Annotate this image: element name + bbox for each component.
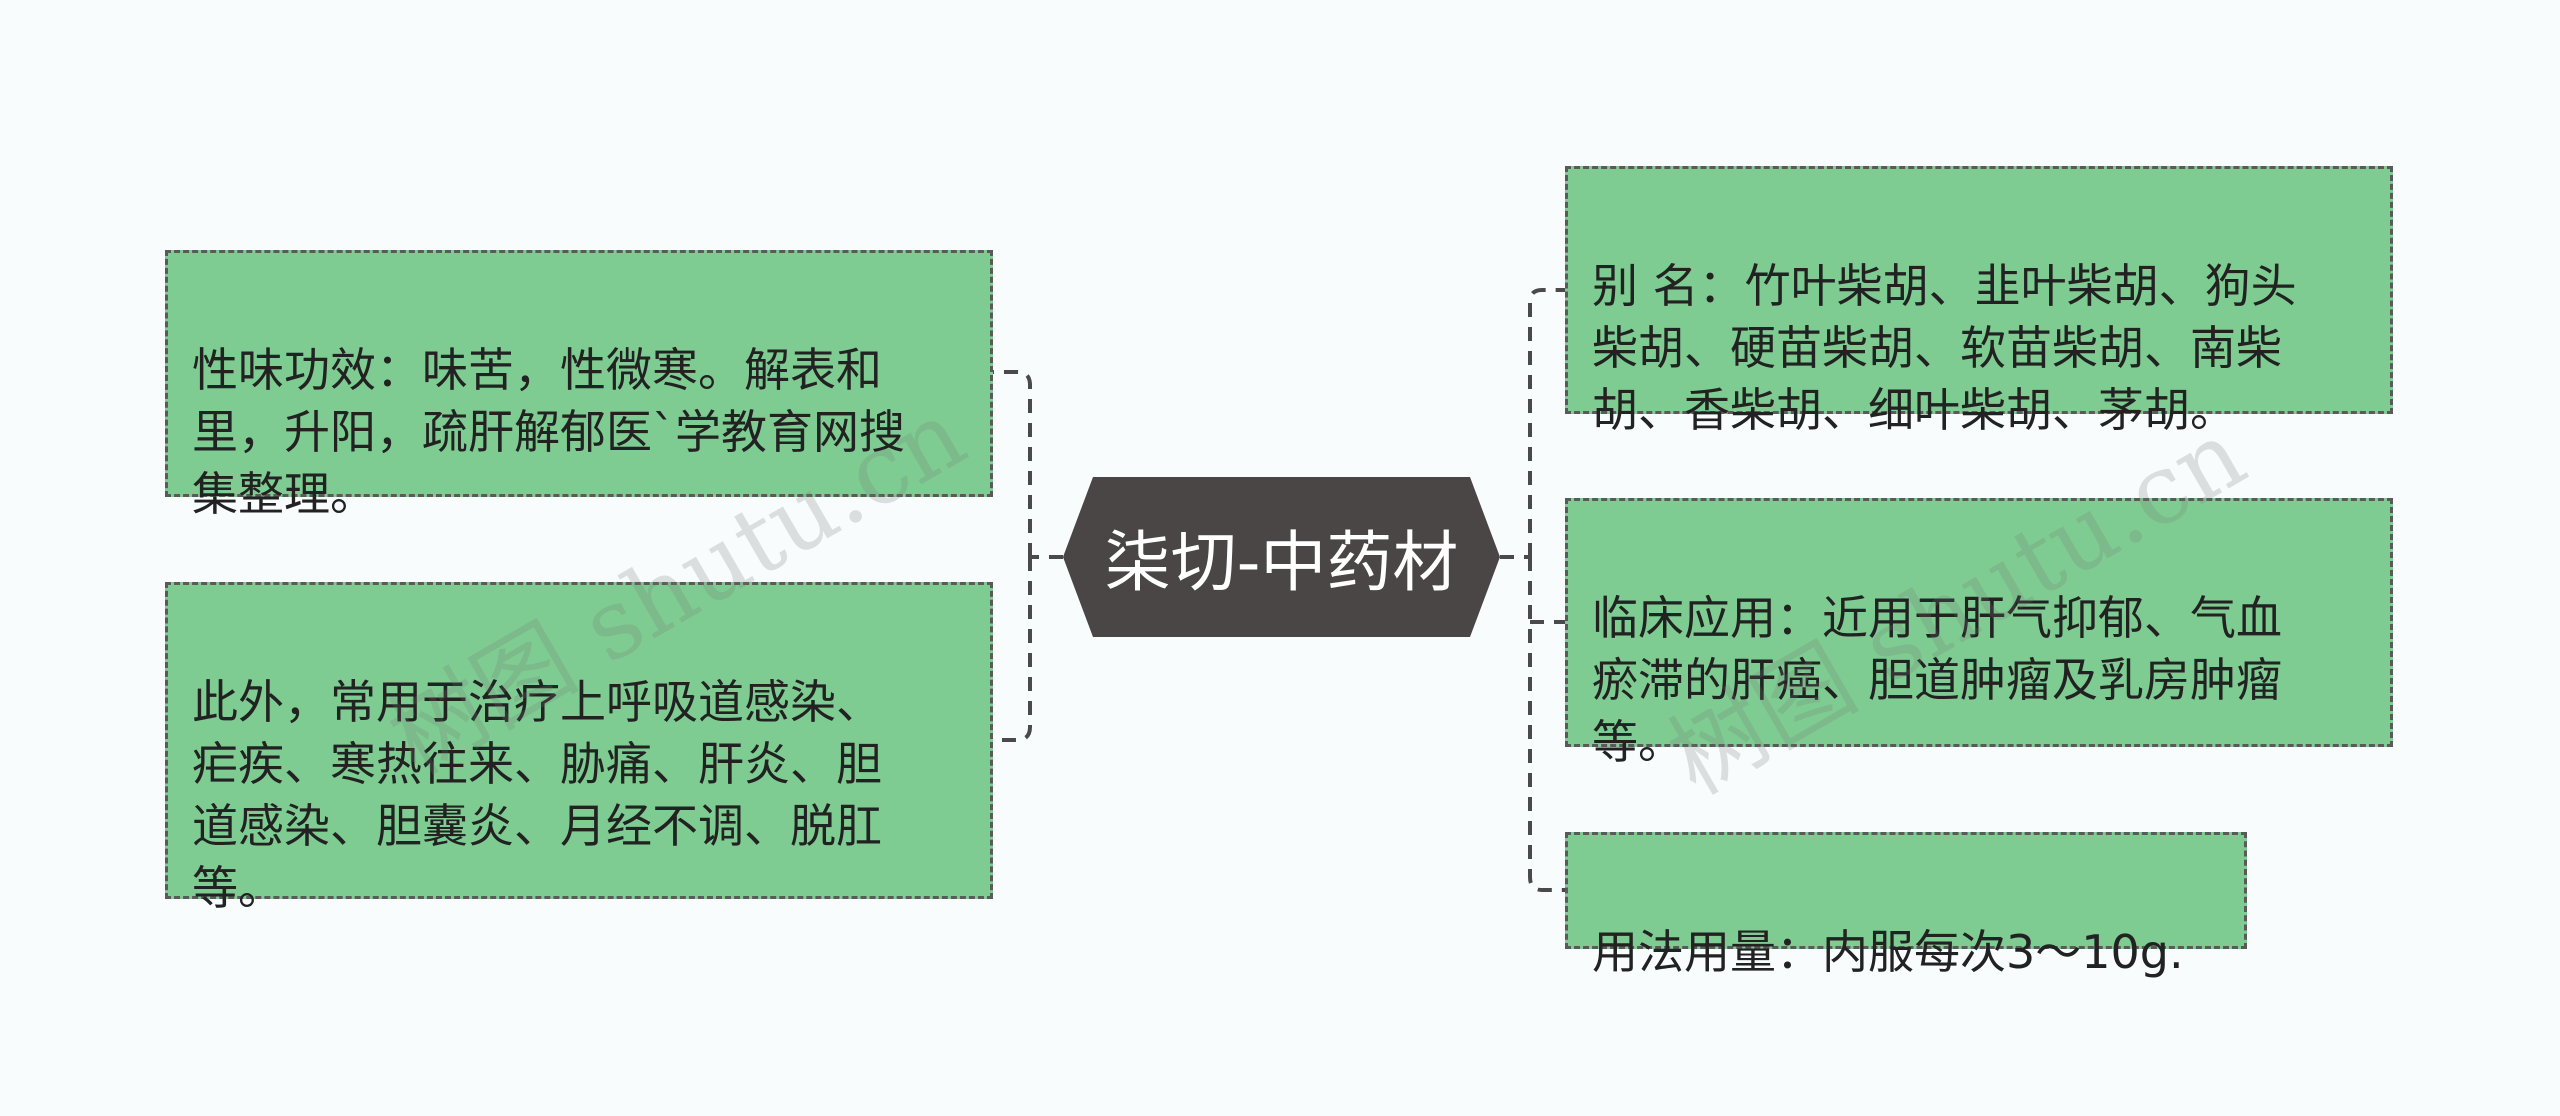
right-node-2: 临床应用：近用于肝气抑郁、气血 瘀滞的肝癌、胆道肿瘤及乳房肿瘤 等。 — [1565, 498, 2393, 769]
right-node-2-text: 临床应用：近用于肝气抑郁、气血 瘀滞的肝癌、胆道肿瘤及乳房肿瘤 等。 — [1592, 591, 2282, 769]
right-connector-branch-3 — [1528, 557, 1565, 892]
left-node-1-text: 性味功效：味苦，性微寒。解表和 里，升阳，疏肝解郁医`学教育网搜 集整理。 — [192, 343, 905, 521]
left-connectors — [993, 370, 1063, 742]
left-connector-branch-2 — [993, 557, 1032, 742]
right-node-1-text: 别 名：竹叶柴胡、韭叶柴胡、狗头 柴胡、硬苗柴胡、软苗柴胡、南柴 胡、香柴胡、细… — [1592, 259, 2297, 437]
left-node-2: 此外，常用于治疗上呼吸道感染、 疟疾、寒热往来、胁痛、肝炎、胆 道感染、胆囊炎、… — [165, 582, 993, 915]
left-node-2-text: 此外，常用于治疗上呼吸道感染、 疟疾、寒热往来、胁痛、肝炎、胆 道感染、胆囊炎、… — [192, 675, 882, 915]
center-node-shape — [1063, 477, 1500, 637]
center-node-label: 柒切-中药材 — [1104, 524, 1459, 601]
right-connectors — [1500, 288, 1565, 892]
left-node-1: 性味功效：味苦，性微寒。解表和 里，升阳，疏肝解郁医`学教育网搜 集整理。 — [165, 250, 993, 521]
right-connector-branch-1 — [1528, 288, 1565, 557]
right-node-3-text: 用法用量：内服每次3～10g. — [1592, 925, 2184, 979]
right-node-1: 别 名：竹叶柴胡、韭叶柴胡、狗头 柴胡、硬苗柴胡、软苗柴胡、南柴 胡、香柴胡、细… — [1565, 166, 2393, 437]
right-node-3: 用法用量：内服每次3～10g. — [1565, 832, 2247, 979]
left-connector-branch-1 — [993, 370, 1032, 557]
